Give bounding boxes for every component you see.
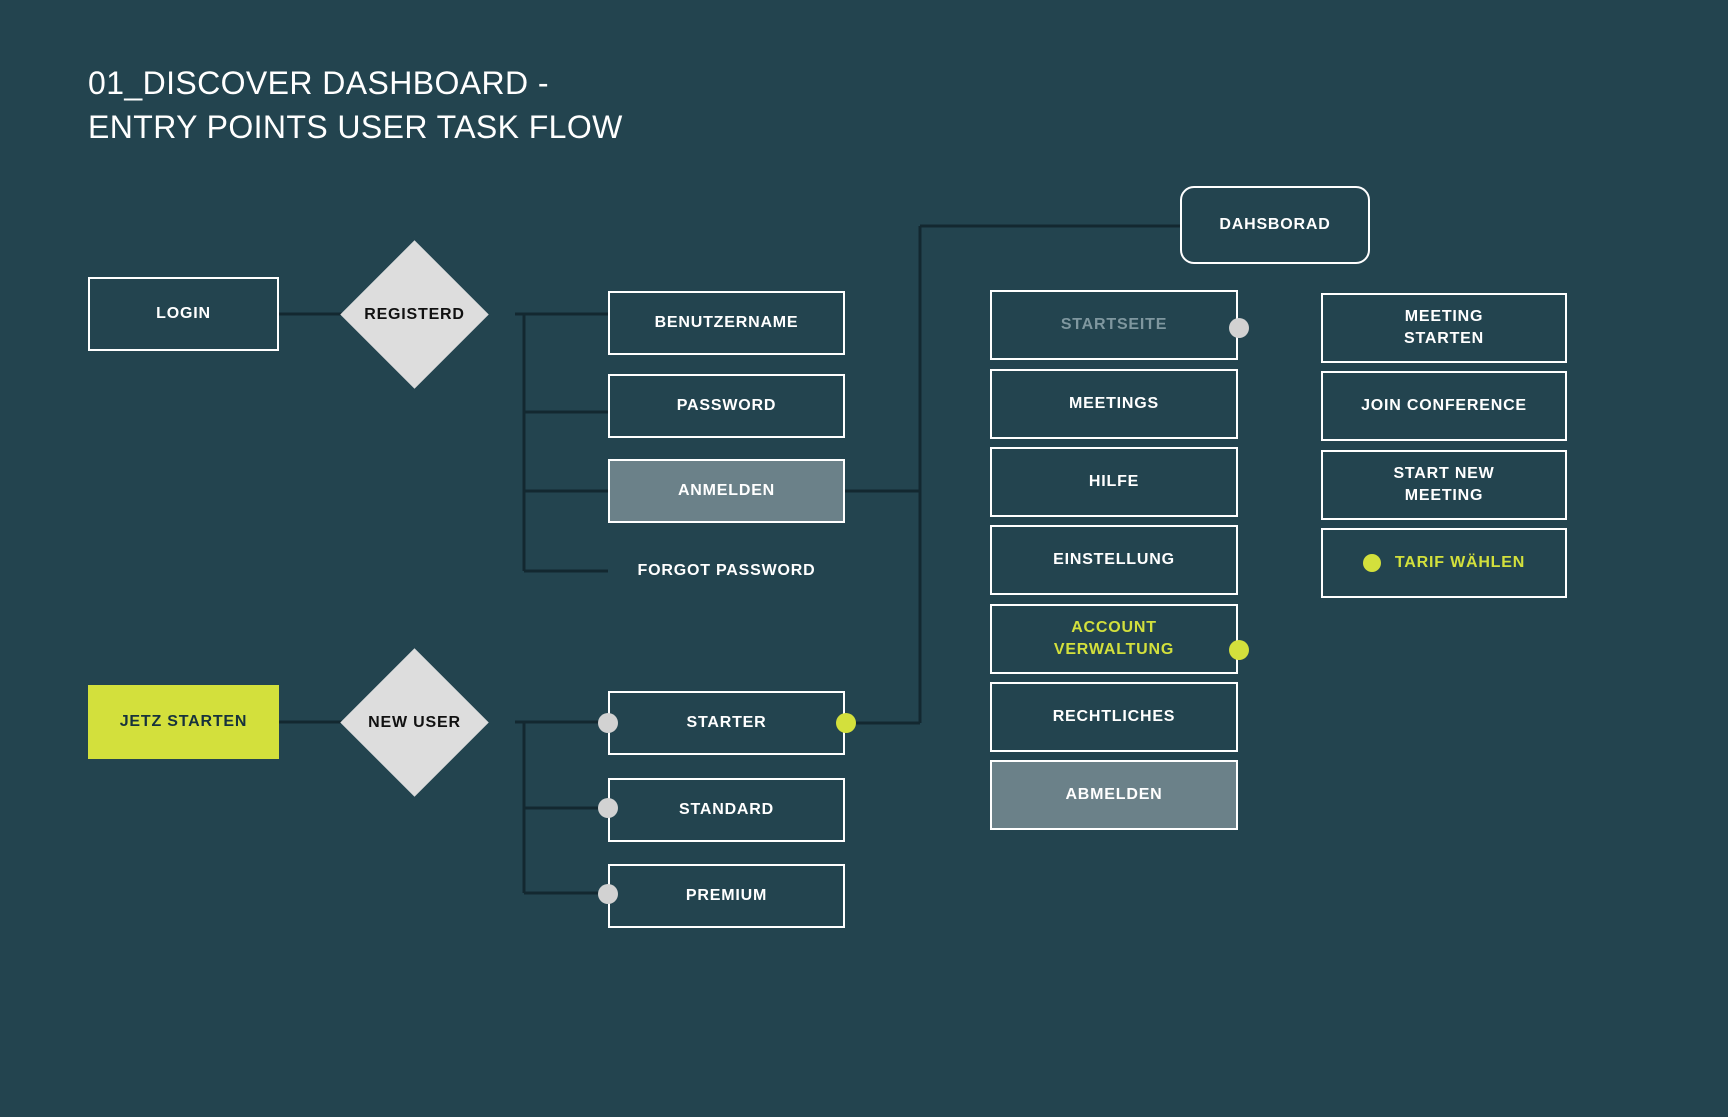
bullet-dot-icon [1362, 554, 1381, 572]
node-jetz-starten[interactable]: JETZ STARTEN [88, 685, 279, 759]
menu-item-meetings[interactable]: MEETINGS [990, 369, 1238, 439]
action-tarif-waehlen[interactable]: TARIF WÄHLEN [1321, 528, 1567, 598]
action-meeting-starten[interactable]: MEETING STARTEN [1321, 293, 1567, 363]
menu-item-abmelden[interactable]: ABMELDEN [990, 760, 1238, 830]
menu-item-startseite-label: STARTSEITE [1060, 316, 1168, 334]
action-join-conference-label: JOIN CONFERENCE [1361, 397, 1527, 415]
connector-dot-standard-left [598, 798, 618, 818]
node-dashboard[interactable]: DAHSBORAD [1180, 186, 1370, 264]
action-meeting-starten-label: MEETING STARTEN [1404, 308, 1484, 347]
menu-item-rechtliches[interactable]: RECHTLICHES [990, 682, 1238, 752]
node-password-label: PASSWORD [676, 397, 777, 415]
node-premium-label: PREMIUM [685, 887, 768, 905]
node-login-label: LOGIN [156, 305, 211, 323]
menu-item-abmelden-label: ABMELDEN [1065, 786, 1163, 804]
menu-item-rechtliches-label: RECHTLICHES [1052, 708, 1176, 726]
action-start-new-meeting-label: START NEW MEETING [1393, 465, 1495, 504]
node-standard-label: STANDARD [679, 801, 774, 819]
node-premium[interactable]: PREMIUM [608, 864, 845, 928]
connector-dot-starter-right [836, 713, 856, 733]
node-standard[interactable]: STANDARD [608, 778, 845, 842]
connector-dot-startseite [1229, 318, 1249, 338]
menu-item-account-verwaltung[interactable]: ACCOUNT VERWALTUNG [990, 604, 1238, 674]
decision-registered-label: REGISTERD [364, 305, 465, 323]
decision-new-user-label: NEW USER [368, 713, 461, 731]
action-start-new-meeting[interactable]: START NEW MEETING [1321, 450, 1567, 520]
menu-item-startseite[interactable]: STARTSEITE [990, 290, 1238, 360]
menu-item-einstellung[interactable]: EINSTELLUNG [990, 525, 1238, 595]
connector-dot-account-verwaltung [1229, 640, 1249, 660]
node-anmelden[interactable]: ANMELDEN [608, 459, 845, 523]
node-jetz-starten-label: JETZ STARTEN [119, 713, 248, 731]
action-join-conference[interactable]: JOIN CONFERENCE [1321, 371, 1567, 441]
node-anmelden-label: ANMELDEN [677, 482, 776, 500]
menu-item-einstellung-label: EINSTELLUNG [1053, 551, 1175, 569]
node-forgot-password-label: FORGOT PASSWORD [637, 562, 816, 580]
node-starter-label: STARTER [686, 714, 767, 732]
action-tarif-waehlen-label: TARIF WÄHLEN [1394, 554, 1526, 572]
menu-item-account-verwaltung-label: ACCOUNT VERWALTUNG [1053, 619, 1175, 658]
action-tarif-waehlen-content: TARIF WÄHLEN [1362, 552, 1526, 574]
node-dashboard-label: DAHSBORAD [1219, 216, 1331, 234]
node-login[interactable]: LOGIN [88, 277, 279, 351]
decision-registered[interactable]: REGISTERD [340, 240, 489, 389]
connector-dot-premium-left [598, 884, 618, 904]
node-starter[interactable]: STARTER [608, 691, 845, 755]
node-benutzername[interactable]: BENUTZERNAME [608, 291, 845, 355]
page-title: 01_DISCOVER DASHBOARD - ENTRY POINTS USE… [88, 65, 623, 145]
node-benutzername-label: BENUTZERNAME [654, 314, 799, 332]
menu-item-hilfe[interactable]: HILFE [990, 447, 1238, 517]
node-password[interactable]: PASSWORD [608, 374, 845, 438]
decision-new-user[interactable]: NEW USER [340, 648, 489, 797]
connector-dot-starter-left [598, 713, 618, 733]
menu-item-meetings-label: MEETINGS [1069, 395, 1159, 413]
node-forgot-password[interactable]: FORGOT PASSWORD [608, 552, 845, 590]
menu-item-hilfe-label: HILFE [1088, 473, 1140, 491]
